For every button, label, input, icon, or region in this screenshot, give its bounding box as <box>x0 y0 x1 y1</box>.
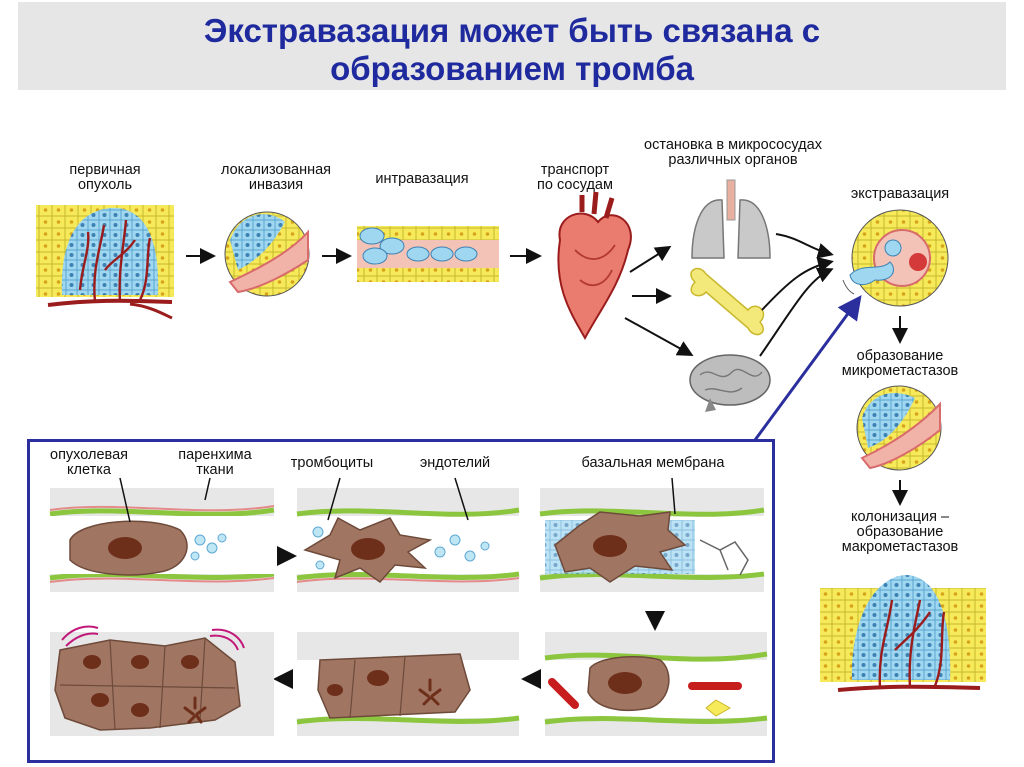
extravasation-illustration <box>849 209 949 307</box>
inset-panel-4 <box>544 632 768 736</box>
label-micrometastases: образование микрометастазов <box>841 348 959 379</box>
label-basement-membrane: базальная мембрана <box>581 455 725 471</box>
macrometastases-illustration <box>820 575 986 692</box>
inset-panel-5 <box>296 632 520 736</box>
label-local-invasion: локализованная инвазия <box>220 162 332 193</box>
inset-panel-6 <box>50 625 274 736</box>
heart-icon <box>557 191 632 341</box>
micrometastases-illustration <box>856 385 942 471</box>
arrow-4a <box>629 245 672 273</box>
label-colonization: колонизация – образование макрометастазо… <box>841 509 959 555</box>
arrow-5c <box>759 267 834 357</box>
label-extravasation: экстравазация <box>850 186 950 202</box>
label-primary-tumor: первичная опухоль <box>69 162 141 193</box>
label-arrest: остановка в микрососудах различных орган… <box>644 137 822 168</box>
inset-panel-3 <box>539 477 765 592</box>
intravasation-illustration <box>357 226 499 282</box>
arrow-5a <box>775 233 834 259</box>
brain-icon <box>689 354 771 412</box>
pointer-to-extravasation <box>753 295 862 441</box>
page-title: Экстравазация может быть связана с образ… <box>203 12 821 87</box>
title-bar: Экстравазация может быть связана с образ… <box>18 2 1006 90</box>
label-endothelium: эндотелий <box>419 455 491 471</box>
inset-panel-2 <box>296 477 520 592</box>
primary-tumor-illustration <box>36 205 174 320</box>
inset-panel-1 <box>49 477 275 592</box>
arrow-5b <box>761 257 834 311</box>
label-tumor-cell: опухолевая клетка <box>50 447 128 478</box>
local-invasion-illustration <box>224 211 310 297</box>
bone-icon <box>690 267 765 336</box>
label-platelets: тромбоциты <box>290 455 374 471</box>
label-intravasation: интравазация <box>375 171 469 187</box>
inset-frame <box>27 439 775 763</box>
lungs-icon <box>691 179 771 259</box>
label-transport: транспорт по сосудам <box>537 162 613 193</box>
label-parenchyma: паренхима ткани <box>178 447 252 478</box>
arrow-4c <box>624 317 694 356</box>
